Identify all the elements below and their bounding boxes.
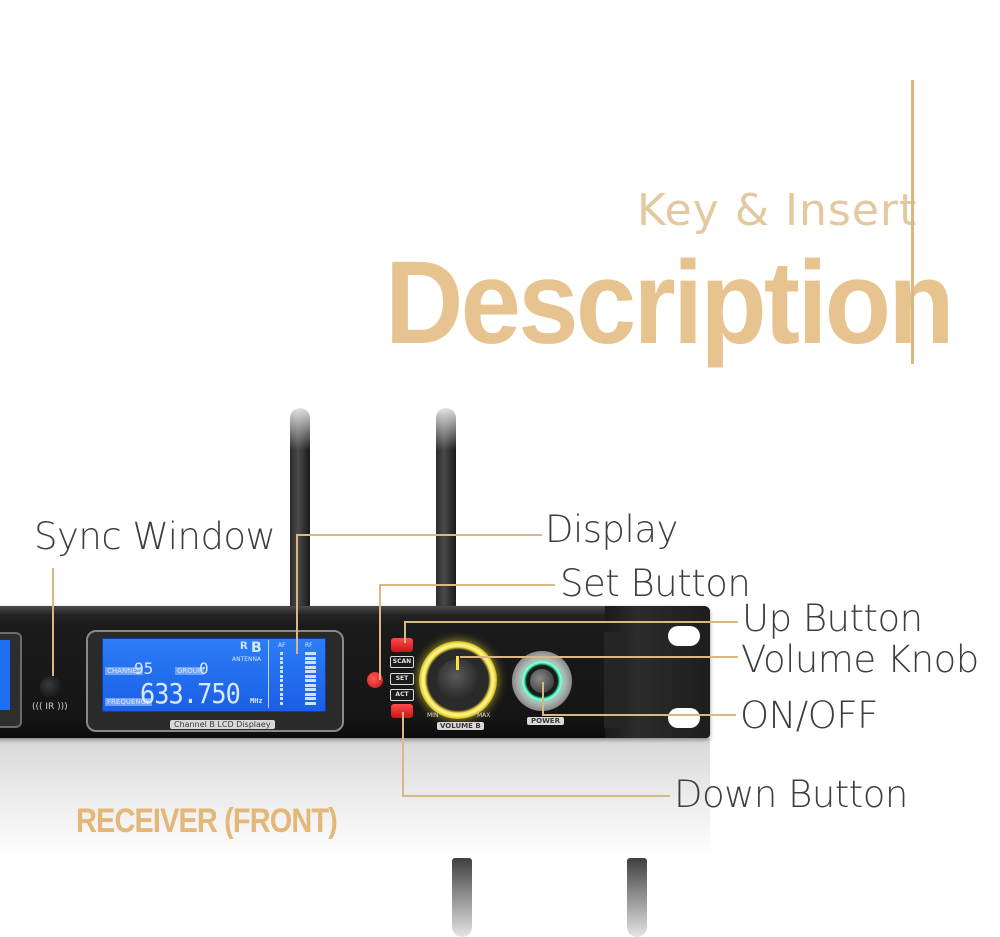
on-off-line [542,714,736,716]
meter-bar [280,683,283,687]
meter-bar [280,688,283,691]
meter-bar [280,692,283,696]
down-button-line-v [402,712,404,796]
lcd-rf-label: RF [305,642,313,649]
set-button-line-v [379,584,381,680]
left-antenna-reflection [452,858,472,937]
volume-max-label: MAX [477,712,491,719]
down-button[interactable] [391,704,413,718]
right-antenna-fade [435,400,457,450]
meter-bar [305,679,316,682]
up-button-line-h [404,621,738,623]
rack-slot-top [668,626,700,646]
on-off-line-v [542,682,544,716]
display-line-h [296,534,542,536]
lcd-channel-letter: B [251,640,262,656]
down-button-callout: Down Button [674,773,908,816]
lcd-frequency-tag: FREQUENCY [105,698,152,706]
volume-knob-line [460,656,738,658]
meter-bar [305,674,316,678]
ir-label: ((( IR ))) [32,702,68,712]
volume-knob-callout: Volume Knob [741,638,979,681]
subtitle: Key & Insert [637,185,918,236]
receiver-front-label: RECEIVER (FRONT) [76,802,338,840]
sync-window-callout: Sync Window [34,515,276,558]
meter-bar [305,683,316,687]
set-button-line-h [379,584,555,586]
up-button-callout: Up Button [742,597,923,640]
display-line-v [296,534,298,654]
page-title: Description [385,237,955,369]
act-button[interactable]: ACT [390,689,414,701]
antenna-icon: 𝗥 [240,641,248,652]
meter-bar [280,679,283,682]
meter-bar [305,652,316,655]
meter-bar [280,656,283,660]
lcd-group-tag: GROUP [175,667,205,675]
meter-bar [305,665,316,669]
up-button[interactable] [391,638,413,652]
lcd-unit: MHz [250,697,263,705]
on-off-callout: ON/OFF [740,694,878,737]
display-callout: Display [545,508,678,551]
sync-window-line [52,568,54,676]
meter-bar [280,697,283,700]
lcd-antenna-label: ANTENNA [232,656,262,663]
volume-label: VOLUME B [437,722,484,730]
set-button[interactable]: SET [390,673,414,685]
lcd-caption: Channel B LCD Displaey [170,720,275,729]
right-antenna [436,408,456,608]
right-antenna-reflection [627,858,647,937]
lcd-level-meter [268,640,323,708]
rack-slot-bottom [668,708,700,728]
meter-bar [280,661,283,664]
meter-bar [280,670,283,673]
set-button-callout: Set Button [560,562,751,605]
meter-bar [305,701,316,705]
volume-min-label: MIN [427,712,439,719]
meter-bar [280,701,283,705]
lcd-frequency-value: 633.750 [140,677,241,710]
lcd-group-value: 0 [199,659,209,678]
power-label: POWER [527,717,564,725]
left-antenna [290,408,310,608]
left-antenna-fade [289,400,311,450]
meter-bar [305,670,316,673]
meter-bar [280,674,283,678]
scan-button[interactable]: SCAN [390,656,414,668]
sync-window-sensor [40,676,62,698]
chassis-top-edge [0,606,710,616]
meter-bar [305,656,316,660]
meter-bar [305,692,316,696]
meter-bar [305,697,316,700]
lcd-channel-value: 95 [134,659,154,678]
meter-bar [280,665,283,669]
volume-indicator [456,656,459,670]
meter-bar [280,652,283,655]
lcd-af-label: AF [278,642,286,649]
channel-a-lcd-screen [0,640,10,710]
meter-bar [305,688,316,691]
title-accent-bar [911,80,914,364]
lcd-channel-tag: CHANNEL [105,667,143,675]
meter-bar [305,661,316,664]
up-button-line-v [404,621,406,643]
chassis-reflection [0,738,710,858]
down-button-line-h [402,795,670,797]
